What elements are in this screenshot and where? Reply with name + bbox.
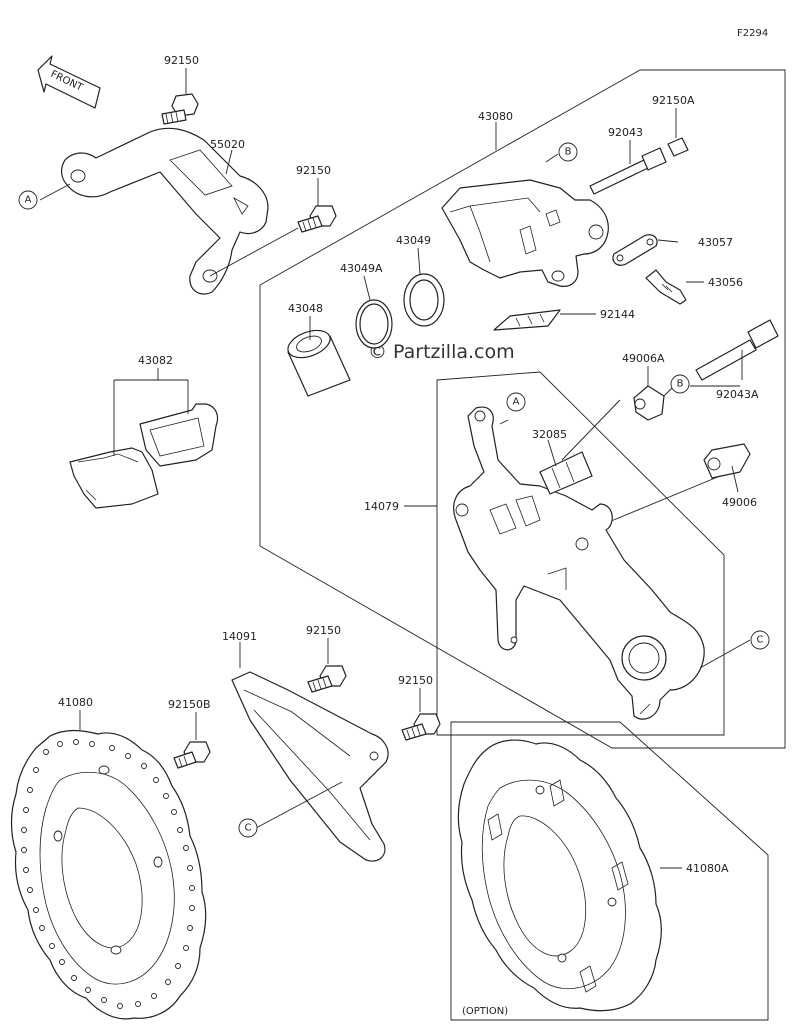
label-92150-low1: 92150: [306, 624, 341, 637]
label-14091: 14091: [222, 630, 257, 643]
bolt-92150-top: [161, 93, 199, 125]
bolt-49006: [703, 443, 751, 479]
bolt-92150-low2: [401, 713, 441, 741]
caliper-body-43080: [441, 179, 609, 287]
label-14079: 14079: [364, 500, 399, 513]
label-41080A: 41080A: [686, 862, 729, 875]
clip-32085: [539, 451, 593, 495]
label-43048: 43048: [288, 302, 323, 315]
callout-c-bracket: C: [750, 630, 770, 650]
svg-text:B: B: [677, 379, 684, 390]
brake-disc-41080A: [457, 739, 662, 1012]
caliper-assembly-outline: [259, 69, 786, 749]
pin-92043: [589, 147, 667, 195]
bolt-92150-low1: [307, 665, 347, 693]
disc-41080-holes: [21, 739, 195, 1009]
bracket-55020: [61, 127, 269, 295]
bushing-49006A: [633, 385, 665, 421]
svg-text:A: A: [513, 397, 520, 408]
caliper-bracket-14079: [453, 406, 705, 720]
brake-pads-43082: [69, 403, 219, 509]
label-92043A: 92043A: [716, 388, 759, 401]
plug-92150A: [667, 137, 689, 157]
bleeder-valve-43056: [645, 269, 687, 305]
seal-43049: [403, 273, 445, 327]
option-label: (OPTION): [462, 1006, 508, 1017]
label-43082: 43082: [138, 354, 173, 367]
callout-c-guard: C: [238, 818, 258, 838]
label-43049: 43049: [396, 234, 431, 247]
piston-43048: [287, 329, 351, 397]
svg-text:B: B: [565, 147, 572, 158]
label-55020: 55020: [210, 138, 245, 151]
callout-a-bracket: A: [506, 392, 526, 412]
label-43057: 43057: [698, 236, 733, 249]
label-92043: 92043: [608, 126, 643, 139]
option-disc-outline: [450, 721, 769, 1021]
label-41080: 41080: [58, 696, 93, 709]
bracket-assembly-outline: [436, 371, 725, 736]
label-92150B: 92150B: [168, 698, 211, 711]
label-43049A: 43049A: [340, 262, 383, 275]
label-49006: 49006: [722, 496, 757, 509]
bolt-92150B: [173, 741, 211, 769]
watermark: © Partzilla.com: [368, 341, 515, 363]
svg-text:C: C: [245, 823, 252, 834]
callout-b-caliper: B: [558, 142, 578, 162]
label-92150-mid: 92150: [296, 164, 331, 177]
brake-disc-41080: [10, 729, 207, 1020]
disc-guard-14091: [231, 671, 389, 862]
pin-92043A: [695, 319, 779, 381]
label-49006A: 49006A: [622, 352, 665, 365]
label-32085: 32085: [532, 428, 567, 441]
bolt-92150-mid: [297, 205, 337, 233]
svg-text:C: C: [757, 635, 764, 646]
label-92150-low2: 92150: [398, 674, 433, 687]
svg-text:A: A: [25, 195, 32, 206]
label-92150-top: 92150: [164, 54, 199, 67]
callout-a-left: A: [18, 190, 38, 210]
callout-b-pin: B: [670, 374, 690, 394]
label-92150A: 92150A: [652, 94, 695, 107]
spring-92144: [493, 309, 561, 331]
figure-code: F2294: [737, 28, 768, 39]
link-43057: [612, 234, 658, 266]
front-arrow-icon: FRONT: [37, 55, 101, 109]
seal-43049A: [355, 299, 393, 349]
label-43080: 43080: [478, 110, 513, 123]
label-43056: 43056: [708, 276, 743, 289]
label-92144: 92144: [600, 308, 635, 321]
